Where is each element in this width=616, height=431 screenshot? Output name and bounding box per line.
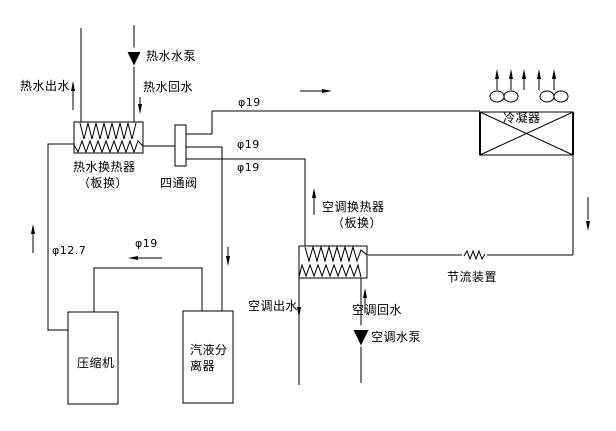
separator-label-line2: 离器 xyxy=(190,359,216,373)
hot-water-hx-label: 热水换热器 xyxy=(73,160,136,174)
hx-coil-bottom xyxy=(298,263,362,278)
pipe-size-phi12-7: φ12.7 xyxy=(52,244,87,257)
pipe-size-phi19-mid: φ19 xyxy=(237,138,260,151)
hx-coil-top xyxy=(79,122,137,140)
hot-water-pump-symbol xyxy=(124,47,144,67)
hx-coil-top xyxy=(304,245,368,263)
compressor-discharge-line xyxy=(47,143,74,331)
ac-return-label: 空调回水 xyxy=(352,303,403,317)
four-way-valve-label: 四通阀 xyxy=(160,176,198,190)
condenser-label: 冷凝器 xyxy=(503,111,541,125)
throttle-label: 节流装置 xyxy=(447,270,498,284)
fan-icon xyxy=(539,90,569,103)
ac-water-pump-symbol xyxy=(350,325,372,347)
compressor-symbol xyxy=(67,311,119,405)
hot-water-heat-exchanger-symbol xyxy=(73,121,144,154)
pipe-size-phi19-suction: φ19 xyxy=(135,237,158,250)
hot-water-hx-sublabel: （板换） xyxy=(78,176,129,190)
ac-outlet-label: 空调出水 xyxy=(248,299,299,313)
valve-low-branch xyxy=(186,158,306,246)
ac-heat-exchanger-symbol xyxy=(298,245,368,279)
ac-hx-sublabel: （板换） xyxy=(332,216,383,230)
condenser-symbol xyxy=(479,111,574,156)
fan-airflow-arrows xyxy=(495,69,556,90)
separator-to-compressor-line xyxy=(93,267,203,312)
four-way-valve-symbol xyxy=(174,124,187,167)
throttle-device-symbol xyxy=(462,242,487,268)
flow-arrows xyxy=(31,81,590,318)
hot-water-pump-label: 热水水泵 xyxy=(146,49,197,63)
hot-water-return-label: 热水回水 xyxy=(143,80,194,94)
pipe-size-phi19-top: φ19 xyxy=(238,96,261,109)
separator-label-line1: 汽液分 xyxy=(190,343,228,357)
ac-hx-label: 空调换热器 xyxy=(322,200,385,214)
valve-top-branch xyxy=(186,111,213,135)
ac-pump-label: 空调水泵 xyxy=(371,330,422,344)
fan-icon xyxy=(489,90,519,103)
hot-water-outlet-label: 热水出水 xyxy=(20,79,71,93)
valve-mid-branch xyxy=(186,146,223,311)
compressor-label: 压缩机 xyxy=(77,356,115,370)
refrigerant-pipes xyxy=(47,110,574,331)
hx-coil-bottom xyxy=(73,139,144,154)
pipe-size-phi19-low: φ19 xyxy=(237,161,260,174)
separator-symbol xyxy=(182,310,234,404)
